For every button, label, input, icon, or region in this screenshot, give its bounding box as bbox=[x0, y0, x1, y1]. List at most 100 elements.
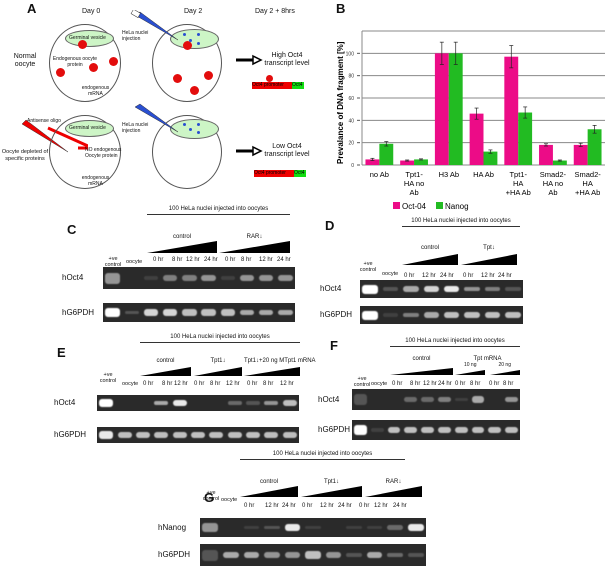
lane-label: 12 hr bbox=[320, 503, 334, 509]
positive-control-label: +ve control bbox=[202, 490, 220, 502]
gel-band bbox=[243, 551, 260, 559]
panel_c-label: C bbox=[67, 222, 77, 237]
bar-oct-04 bbox=[469, 113, 484, 165]
lane-label: 12 hr bbox=[226, 381, 240, 387]
gel-band bbox=[362, 310, 378, 320]
gel-row-label: hG6PDH bbox=[54, 430, 87, 439]
header-label: 100 HeLa nuclei injected into oocytes bbox=[168, 206, 269, 212]
group-label: control bbox=[156, 358, 175, 364]
bar-nanog bbox=[587, 129, 602, 165]
header-label: 100 HeLa nuclei injected into oocytes bbox=[170, 334, 270, 340]
gel-row-label: hOct4 bbox=[54, 398, 76, 407]
gel-band bbox=[305, 525, 321, 530]
panel_g-label: G bbox=[204, 490, 215, 505]
bar-nanog bbox=[552, 160, 567, 165]
x-category-label: HA no bbox=[543, 179, 563, 188]
group-label: control bbox=[259, 479, 278, 485]
lane-label: 0 hr bbox=[194, 381, 205, 387]
y-tick-label: 40 bbox=[348, 118, 354, 124]
protein-dot bbox=[204, 71, 213, 80]
gel-band bbox=[423, 285, 440, 293]
gel-band bbox=[505, 426, 518, 434]
lane-label: 0 hr bbox=[247, 381, 258, 387]
x-category-label: Ab bbox=[409, 188, 418, 197]
gel-band bbox=[154, 432, 169, 438]
endogenous-mrna-label: endogenous mRNA bbox=[81, 175, 110, 187]
gel-row-label: hOct4 bbox=[318, 394, 340, 404]
gel-band bbox=[239, 309, 255, 316]
lane-label: 0 hr bbox=[225, 257, 236, 263]
gel-band bbox=[191, 432, 205, 438]
gel-band bbox=[354, 394, 367, 405]
lane-label: 12 hr bbox=[374, 503, 388, 509]
gel-image-hg6pdh bbox=[360, 306, 523, 324]
protein-dot bbox=[109, 57, 118, 66]
x-category-label: +HA Ab bbox=[506, 188, 531, 197]
lane-label: 24 hr bbox=[393, 503, 407, 509]
lane-label: 12 hr bbox=[174, 381, 188, 387]
gel-band bbox=[223, 551, 239, 559]
gel-band bbox=[404, 426, 418, 434]
gel-band bbox=[387, 525, 403, 530]
gel-band bbox=[182, 309, 197, 316]
gel-row-label: hG6PDH bbox=[62, 307, 95, 317]
legend-label: Oct-04 bbox=[402, 202, 427, 211]
gel-band bbox=[403, 286, 419, 292]
y-axis-label: Prevalance of DNA fragment [%] bbox=[336, 41, 345, 164]
endogenous-protein-label: Endogenous oocyte protein bbox=[52, 56, 98, 68]
positive-control-label: +ve control bbox=[359, 261, 377, 273]
lane-label: 12 hr bbox=[422, 273, 436, 279]
gel-row-label: hOct4 bbox=[62, 273, 84, 282]
gel-band bbox=[258, 274, 274, 282]
lane-label: 8 hr bbox=[503, 381, 514, 387]
nucleus-dot bbox=[183, 33, 186, 36]
gel-band bbox=[243, 525, 260, 530]
lane-label: 0 hr bbox=[392, 381, 403, 387]
header-rule bbox=[240, 459, 405, 460]
oocyte-depleted-day2 bbox=[152, 115, 222, 189]
gel-band bbox=[370, 428, 384, 432]
y-tick-label: 0 bbox=[351, 163, 354, 169]
x-category-label: Ab bbox=[548, 188, 557, 197]
gel-band bbox=[227, 432, 242, 438]
gradient-triangle-icon bbox=[390, 368, 453, 375]
gel-band bbox=[484, 312, 501, 318]
gel-band bbox=[366, 551, 383, 559]
oocyte-lane-label: oocyte bbox=[371, 381, 388, 387]
lane-label: 24 hr bbox=[277, 257, 291, 263]
gel-band bbox=[464, 286, 480, 292]
day2-8hrs-label: Day 2 + 8hrs bbox=[255, 8, 295, 15]
low-oct4-label: Low Oct4 transcript level bbox=[264, 143, 310, 158]
lane-label: 0 hr bbox=[143, 381, 154, 387]
gel-band bbox=[443, 285, 460, 293]
gel-band bbox=[162, 309, 178, 316]
gel-band bbox=[282, 432, 297, 438]
gel-band bbox=[246, 432, 261, 438]
lane-label: 8 hr bbox=[172, 257, 183, 263]
x-category-label: Smad2- bbox=[540, 170, 567, 179]
protein-dot bbox=[56, 68, 65, 77]
gel-band bbox=[99, 431, 114, 439]
antisense-label: Antisense oligo bbox=[27, 118, 61, 124]
nucleus-dot bbox=[197, 131, 200, 134]
gel-image-hg6pdh bbox=[97, 427, 299, 443]
depleted-oocyte-label: Oocyte depleted of specific proteins bbox=[1, 149, 49, 162]
gel-band bbox=[264, 551, 280, 559]
gel-band bbox=[258, 309, 274, 316]
group-label: control bbox=[172, 234, 191, 240]
day2-label: Day 2 bbox=[184, 8, 203, 15]
gel-image-hg6pdh bbox=[103, 303, 295, 322]
gel-band bbox=[278, 274, 293, 282]
group-label: Tpt↓ bbox=[483, 245, 495, 251]
gel-band bbox=[227, 401, 242, 405]
gel-band bbox=[201, 309, 216, 316]
hela-injection-label: HeLa nuclei injection bbox=[122, 30, 149, 42]
group-label: RAR↓ bbox=[246, 234, 263, 240]
group-label: control bbox=[412, 356, 431, 362]
gel-band bbox=[454, 426, 468, 434]
group-label: Tpt mRNA bbox=[473, 356, 502, 362]
lane-label: 12 hr bbox=[280, 381, 294, 387]
lane-label: 24 hr bbox=[204, 257, 218, 263]
oocyte-lane-label: oocyte bbox=[122, 381, 139, 387]
gel-image-hoct4 bbox=[352, 389, 520, 410]
